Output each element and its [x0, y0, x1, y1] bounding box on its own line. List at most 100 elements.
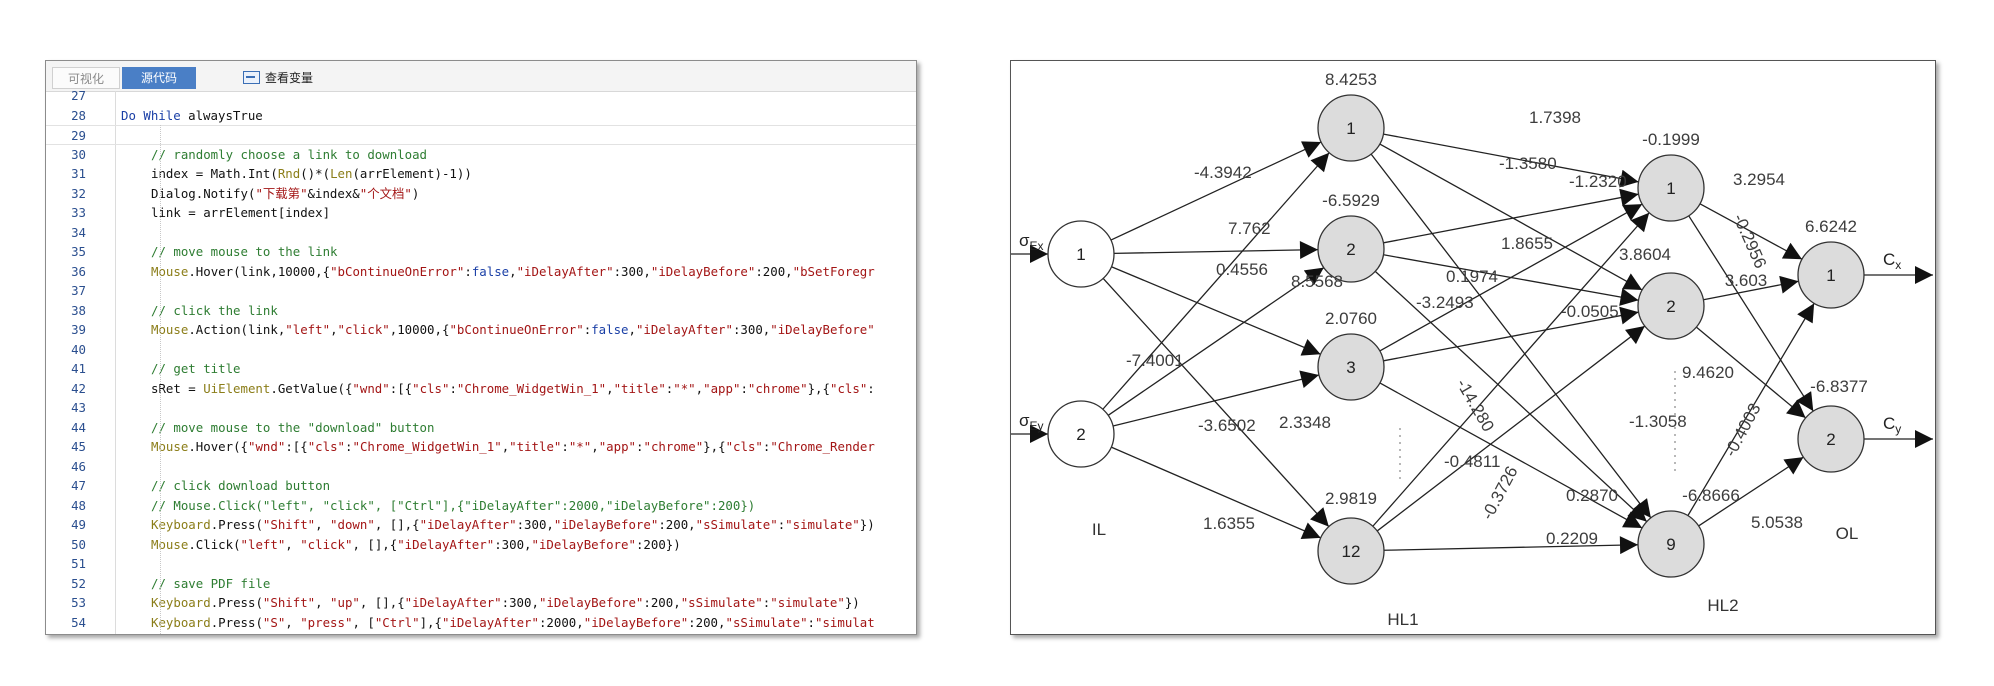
layer-label-hl1: HL1	[1387, 610, 1418, 629]
line-code: // click download button	[151, 476, 330, 496]
edge-g2-o2	[1695, 326, 1807, 419]
weight-label: -3.6502	[1198, 416, 1256, 435]
tab-visual[interactable]: 可视化	[52, 67, 120, 89]
code-token: "iDelayAfter"	[441, 614, 539, 630]
code-token: "*"	[568, 439, 592, 454]
node-bias: -6.8666	[1682, 486, 1740, 505]
code-line[interactable]: 51	[46, 554, 916, 574]
code-token: Do While	[121, 107, 189, 123]
code-token: Mouse	[151, 322, 189, 337]
code-token: ,	[695, 380, 704, 396]
code-token: :	[449, 380, 457, 396]
edge-i1-h12	[1102, 277, 1330, 528]
node-bias: -0.1999	[1642, 130, 1700, 149]
line-number: 49	[71, 517, 86, 532]
line-number: 34	[71, 224, 86, 240]
weight-label: 1.7398	[1529, 108, 1581, 127]
code-token: , [],{	[359, 595, 405, 610]
code-line[interactable]: 48// Mouse.Click("left", "click", ["Ctrl…	[46, 496, 916, 516]
node-hl2-9	[1637, 510, 1705, 578]
code-token: :200,	[688, 614, 726, 630]
code-line[interactable]: 31 index = Math.Int(Rnd()*(Len(arrElement…	[46, 164, 916, 184]
code-token: "chrome"	[643, 439, 704, 454]
code-token: "bContinueOnError"	[449, 322, 584, 337]
line-number: 53	[71, 595, 86, 610]
code-token: :200})	[635, 536, 681, 552]
code-line[interactable]: 46	[46, 457, 916, 477]
weight-label: 1.8655	[1501, 234, 1553, 253]
node-hl1-3	[1317, 333, 1385, 401]
code-line[interactable]: 37	[46, 281, 916, 301]
code-token: .GetValue({	[270, 380, 353, 396]
line-number: 29	[71, 128, 86, 143]
output-label: Cy	[1883, 414, 1901, 436]
code-line[interactable]: 47// click download button	[46, 476, 916, 496]
line-number: 31	[71, 166, 86, 181]
code-line[interactable]: 38// click the link	[46, 301, 916, 321]
node-bias: 8.4253	[1325, 70, 1377, 89]
code-token: ,	[285, 536, 301, 552]
code-line[interactable]: 34	[46, 223, 916, 243]
code-line[interactable]: 27	[46, 86, 916, 106]
code-line[interactable]: 41// get title	[46, 359, 916, 379]
code-token: .Click(	[188, 536, 241, 552]
code-token: "sSimulate"	[695, 517, 778, 532]
line-code: index = Math.Int(Rnd()*(Len(arrElement)-…	[151, 164, 472, 184]
code-line[interactable]: 35// move mouse to the link	[46, 242, 916, 262]
weight-label: -0.2956	[1729, 211, 1770, 271]
edge-h1-g2	[1379, 143, 1643, 291]
code-line[interactable]: 40	[46, 340, 916, 360]
code-token: "iDelayAfter"	[516, 263, 614, 279]
tab-source-code[interactable]: 源代码	[122, 67, 196, 89]
code-token: ,	[315, 517, 331, 532]
code-token: ,	[501, 439, 510, 454]
weight-label: 3.8604	[1619, 245, 1671, 264]
weight-label: 7.762	[1228, 219, 1271, 238]
weight-label: 0.4556	[1216, 260, 1268, 279]
gutter-divider	[115, 91, 116, 634]
code-token: :	[665, 380, 674, 396]
code-token: "iDelayBefore"	[553, 517, 659, 532]
line-number: 48	[71, 497, 86, 513]
code-line[interactable]: 44// move mouse to the "download" button	[46, 418, 916, 438]
line-code: Mouse.Click("left", "click", [],{"iDelay…	[151, 535, 681, 555]
code-line[interactable]: 52// save PDF file	[46, 574, 916, 594]
edge-g2-o1	[1703, 275, 1799, 301]
code-token: // move mouse to the "download" button	[151, 419, 435, 435]
code-token: "title"	[613, 380, 666, 396]
code-token: "bSetForegr	[792, 263, 875, 279]
code-token: ,	[591, 439, 599, 454]
code-token: .Hover({	[188, 439, 248, 454]
line-number: 41	[71, 361, 86, 376]
layer-label-hl2: HL2	[1707, 596, 1738, 615]
edge-i1-h3	[1111, 266, 1321, 356]
view-variables-button[interactable]: 查看变量	[243, 68, 313, 88]
layer-label-ol: OL	[1836, 524, 1859, 543]
node-hl1-12	[1317, 517, 1385, 585]
code-token: // save PDF file	[151, 575, 271, 591]
weight-label: 8.5568	[1291, 272, 1343, 291]
edge-h2-g9	[1374, 270, 1648, 523]
code-token: :300,	[501, 595, 539, 610]
code-line[interactable]: 29	[46, 125, 916, 145]
code-token: "iDelayBefore"	[583, 614, 689, 630]
code-token: "app"	[703, 380, 741, 396]
code-line[interactable]: 43	[46, 398, 916, 418]
code-line[interactable]: 30// randomly choose a link to download	[46, 145, 916, 165]
node-label: 2	[1076, 425, 1085, 444]
code-token: "wnd"	[248, 439, 286, 454]
line-number: 38	[71, 302, 86, 318]
code-token: "Chrome_WidgetWin_1"	[456, 380, 607, 396]
